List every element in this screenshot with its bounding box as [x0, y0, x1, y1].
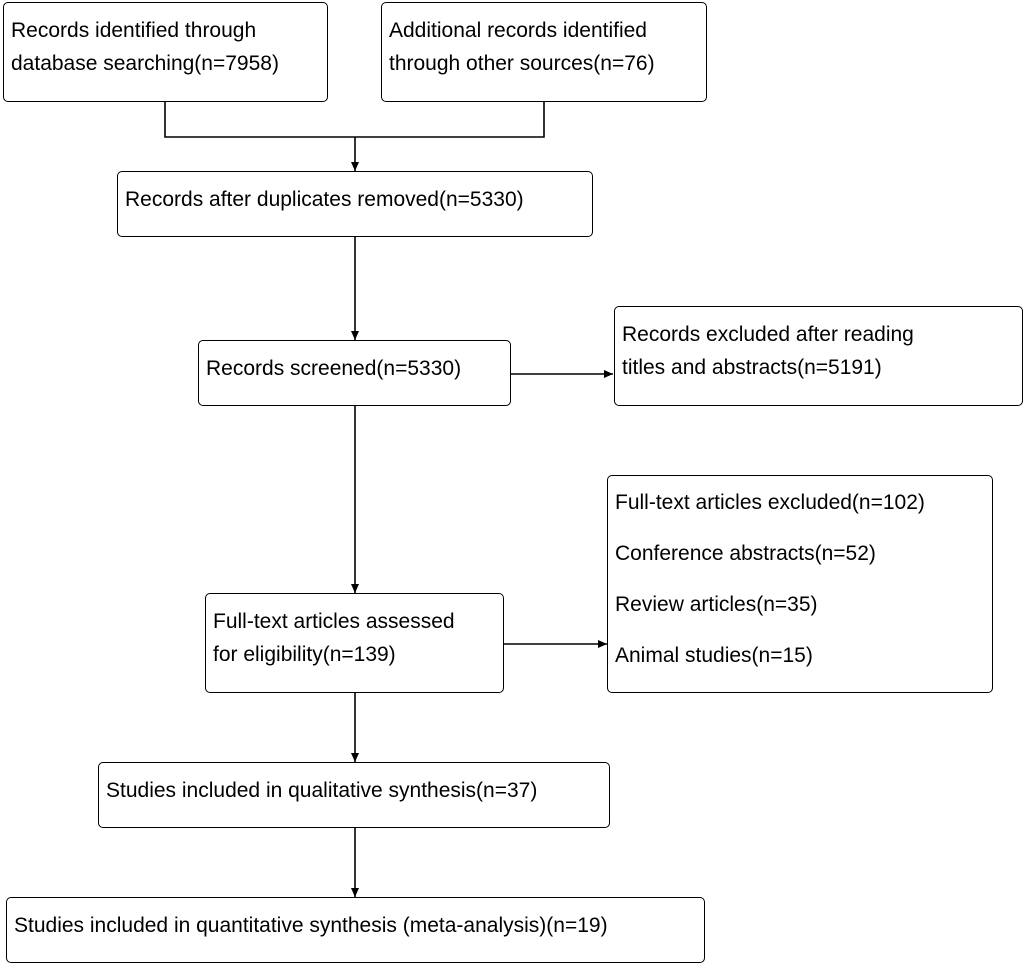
- other-sources-box: Additional records identified through ot…: [381, 2, 707, 102]
- box-text-line: Full-text articles excluded(n=102): [615, 491, 925, 514]
- box-text-line: Studies included in quantitative synthes…: [14, 914, 608, 937]
- fulltext-excluded-box: Full-text articles excluded(n=102) Confe…: [607, 475, 993, 693]
- box-text-line: database searching(n=7958): [11, 52, 279, 75]
- merge-connector: [164, 101, 545, 138]
- box-text-line: Conference abstracts(n=52): [615, 542, 876, 565]
- box-text-line: Records screened(n=5330): [206, 357, 462, 380]
- box-text-line: Full-text articles assessed: [213, 610, 455, 633]
- box-text-line: Additional records identified: [389, 19, 647, 42]
- fulltext-assessed-box: Full-text articles assessed for eligibil…: [205, 593, 504, 693]
- box-text-line: Records identified through: [11, 19, 257, 42]
- records-screened-box: Records screened(n=5330): [198, 340, 511, 406]
- box-text-line: Records excluded after reading: [622, 323, 914, 346]
- duplicates-removed-box: Records after duplicates removed(n=5330): [117, 171, 593, 237]
- box-text-line: through other sources(n=76): [389, 52, 655, 75]
- box-text-line: titles and abstracts(n=5191): [622, 356, 882, 379]
- box-text-line: Review articles(n=35): [615, 593, 818, 616]
- qualitative-synthesis-box: Studies included in qualitative synthesi…: [98, 762, 610, 828]
- quantitative-synthesis-box: Studies included in quantitative synthes…: [6, 897, 705, 963]
- box-text-line: for eligibility(n=139): [213, 643, 396, 666]
- database-search-box: Records identified through database sear…: [3, 2, 328, 102]
- box-text-line: Animal studies(n=15): [615, 644, 813, 667]
- box-text-line: Studies included in qualitative synthesi…: [106, 779, 538, 802]
- excluded-titles-box: Records excluded after reading titles an…: [614, 306, 1023, 406]
- box-text-line: Records after duplicates removed(n=5330): [125, 188, 524, 211]
